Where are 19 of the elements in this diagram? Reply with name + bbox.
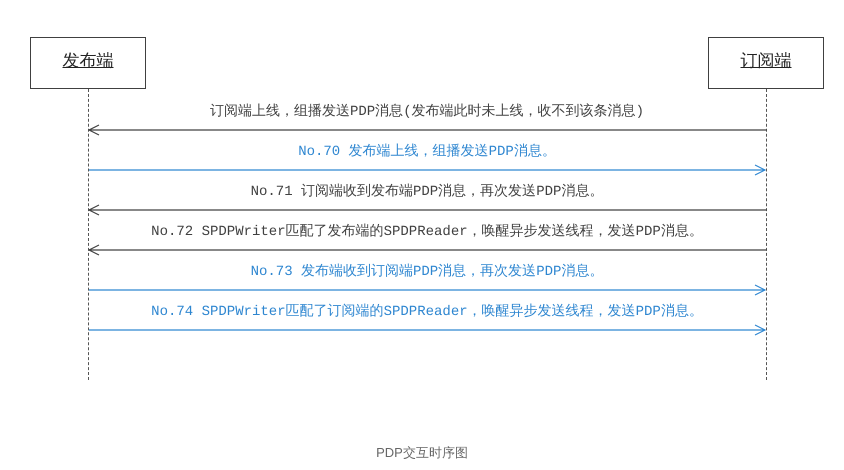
participant-name: 订阅端 [740,51,792,74]
message-arrow [89,164,766,176]
lifeline [88,89,89,380]
message-arrow [89,284,766,296]
participant-name: 发布端 [62,51,114,74]
edge-label: No.72 SPDPWriter匹配了发布端的SPDPReader，唤醒异步发送线程，发送PDP消息。 [151,223,703,241]
message-arrow [89,324,766,336]
edge-label: No.70 发布端上线，组播发送PDP消息。 [298,143,556,161]
message-arrow [88,124,767,136]
edge-label: No.73 发布端收到订阅端PDP消息，再次发送PDP消息。 [250,263,604,281]
participant-box [708,37,824,89]
message-arrow [88,244,767,256]
caption: PDP交互时序图 [375,444,469,462]
edge-label: 订阅端上线，组播发送PDP消息(发布端此时未上线，收不到该条消息) [210,103,644,121]
participant-box [30,37,146,89]
edge-label: No.74 SPDPWriter匹配了订阅端的SPDPReader，唤醒异步发送线程，发送PDP消息。 [151,303,703,321]
message-arrow [88,204,767,216]
lifeline [766,89,767,380]
edge-label: No.71 订阅端收到发布端PDP消息，再次发送PDP消息。 [250,183,604,201]
